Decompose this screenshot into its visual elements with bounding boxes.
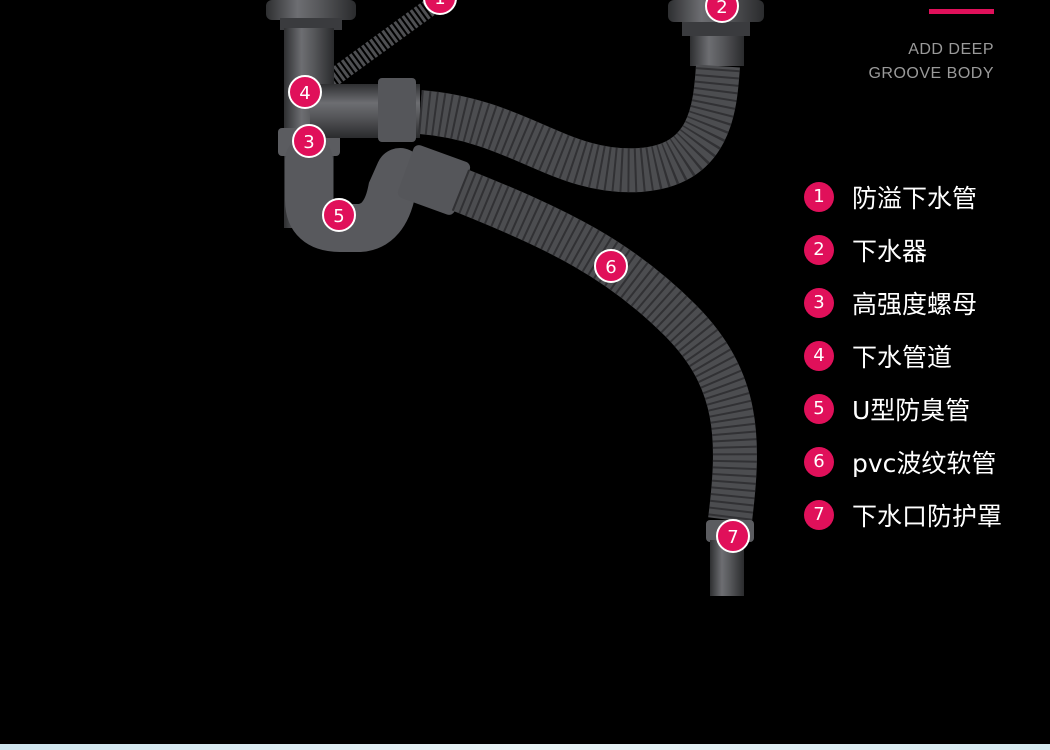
u-trap — [285, 136, 424, 252]
marker-2: 2 — [705, 0, 739, 23]
overflow-pipe — [324, 0, 446, 88]
svg-text:2: 2 — [716, 0, 727, 18]
legend-number: 4 — [804, 340, 834, 371]
marker-7: 7 — [716, 519, 750, 553]
legend-item: 7 下水口防护罩 — [804, 488, 1044, 541]
subtitle: ADD DEEP GROOVE BODY — [794, 38, 994, 86]
legend-label: 下水管道 — [852, 342, 953, 372]
marker-6: 6 — [594, 249, 628, 283]
legend-item: 1 防溢下水管 — [804, 170, 1044, 223]
legend-label: U型防臭管 — [852, 395, 971, 425]
legend-number: 5 — [804, 393, 834, 424]
svg-text:4: 4 — [299, 83, 310, 104]
legend-item: 2 下水器 — [804, 223, 1044, 276]
legend-number: 3 — [804, 287, 834, 318]
svg-text:5: 5 — [333, 206, 344, 227]
legend-label: pvc波纹软管 — [852, 448, 997, 478]
legend-number: 6 — [804, 446, 834, 477]
svg-text:6: 6 — [605, 257, 616, 278]
legend-item: 5 U型防臭管 — [804, 382, 1044, 435]
bottom-strip — [0, 744, 1050, 750]
legend-number: 7 — [804, 499, 834, 530]
legend-label: 下水口防护罩 — [852, 501, 1003, 531]
legend-label: 下水器 — [852, 236, 928, 266]
accent-bar — [929, 9, 994, 14]
svg-text:1: 1 — [434, 0, 445, 9]
marker-4: 4 — [288, 75, 322, 109]
legend-item: 4 下水管道 — [804, 329, 1044, 382]
legend-label: 高强度螺母 — [852, 289, 978, 319]
marker-3: 3 — [292, 124, 326, 158]
left-sink-drain — [266, 0, 356, 30]
marker-5: 5 — [322, 198, 356, 232]
subtitle-line-1: ADD DEEP — [908, 41, 994, 58]
subtitle-line-2: GROOVE BODY — [868, 65, 994, 82]
legend-number: 1 — [804, 181, 834, 212]
marker-1: 1 — [423, 0, 457, 15]
legend-number: 2 — [804, 234, 834, 265]
svg-text:7: 7 — [727, 527, 738, 548]
svg-text:3: 3 — [303, 132, 314, 153]
legend-item: 3 高强度螺母 — [804, 276, 1044, 329]
parts-legend: 1 防溢下水管 2 下水器 3 高强度螺母 4 下水管道 5 U型防臭管 6 p… — [804, 170, 1044, 541]
legend-label: 防溢下水管 — [852, 183, 978, 213]
legend-item: 6 pvc波纹软管 — [804, 435, 1044, 488]
